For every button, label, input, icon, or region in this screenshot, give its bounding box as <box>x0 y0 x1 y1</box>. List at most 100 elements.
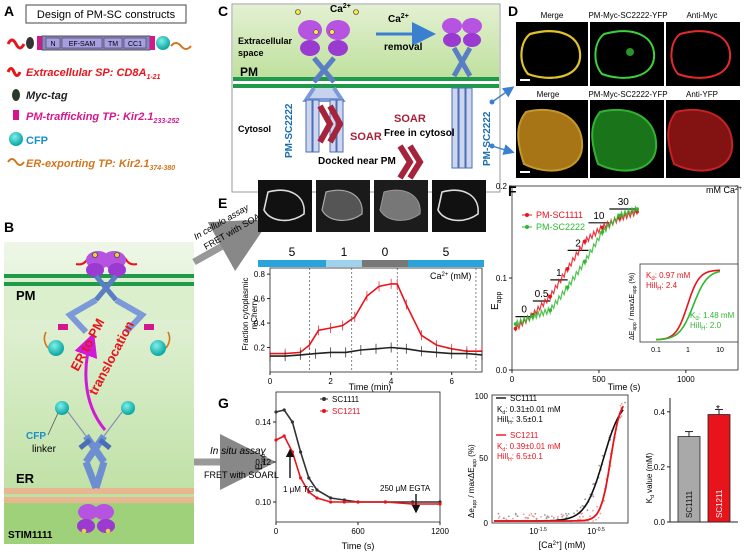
g-xtick-label-0: 0 <box>274 527 279 536</box>
f-ytick-label-2: 0.2 <box>496 182 508 191</box>
g-point-0-0 <box>274 410 277 413</box>
cytosol-label: Cytosol <box>238 124 271 134</box>
panel-d: D Merge PM-Myc-SC2222-YFP Anti-Myc Merge… <box>508 3 740 178</box>
e-series-red <box>270 284 482 354</box>
f-step-label-1: 0.5 <box>535 289 549 300</box>
construct-cc1: CC1 <box>128 41 142 48</box>
f-point-1-6 <box>618 214 622 218</box>
g-xtick-label-1: 600 <box>351 527 365 536</box>
g-point-1-7 <box>343 500 346 503</box>
f-legend-red: PM-SC1111 <box>536 210 583 220</box>
g-mid-dot-81 <box>587 509 589 511</box>
legend-myc: Myc-tag <box>26 90 68 102</box>
f-xtick-label-1: 500 <box>592 375 606 384</box>
legend-sp: Extracellular SP: CD8A1-21 <box>26 67 161 81</box>
g-mid-dot-113 <box>580 507 582 509</box>
cfp-ball-icon <box>156 36 170 50</box>
g-point-1-10 <box>411 502 414 505</box>
g-point-0-5 <box>315 488 318 491</box>
construct-n: N <box>50 41 55 48</box>
g-mid-dot-55 <box>553 517 555 519</box>
g-point-1-5 <box>315 496 318 499</box>
f-step-label-0: 0 <box>521 305 527 316</box>
chart-e: 02460.20.40.60.8 <box>254 268 482 386</box>
e-xtick-label-3: 6 <box>449 377 454 386</box>
f-conc-unit: mM Ca2+ <box>706 185 742 195</box>
g-mid-dot-148 <box>498 517 500 519</box>
g-mid-dot-83 <box>573 512 575 514</box>
g-ytick-label-0: 0.10 <box>255 498 271 507</box>
g-mid-y-1: 50 <box>479 454 488 463</box>
bars-ytick-label-1: 0.2 <box>654 463 666 472</box>
g-mid-dot-108 <box>529 514 531 516</box>
g-point-1-0 <box>274 438 277 441</box>
g-mid-dot-111 <box>546 518 548 520</box>
linker-label: linker <box>32 444 57 455</box>
panel-c-pm-label: PM <box>240 65 258 79</box>
g-point-1-3 <box>299 476 302 479</box>
g-point-1-6 <box>329 500 332 503</box>
f-inset-x-0: 0.1 <box>651 347 661 354</box>
g-mid-dot-0 <box>530 513 532 515</box>
construct-tm: TM <box>108 41 118 48</box>
extracellular-label-1: Extracellular <box>238 36 293 46</box>
g-point-0-2 <box>291 420 294 423</box>
g-point-1-1 <box>283 434 286 437</box>
panel-c: C Extracellular space PM Cytosol PM-SC2 <box>218 3 512 192</box>
in-situ-label-2: FRET with SOARL <box>204 470 279 480</box>
legend-pm-tp-icon <box>13 110 19 120</box>
g-point-1-11 <box>438 502 441 505</box>
e-ca-step-1: 1 <box>341 245 348 259</box>
panel-b-letter: B <box>4 219 14 235</box>
g-mid-dot-57 <box>624 402 626 404</box>
g-bars-star: * <box>716 404 720 415</box>
bar-label-0: SC1111 <box>685 490 694 518</box>
d-header-merge-2: Merge <box>537 90 560 99</box>
panel-e-letter: E <box>218 195 227 211</box>
g-mid-dot-12 <box>551 515 553 517</box>
legend-pm-tp: PM-trafficking TP: Kir2.1233-252 <box>26 111 179 125</box>
soar-left: SOAR <box>350 131 382 143</box>
f-point-1-2 <box>548 308 552 312</box>
e-ytick-label-0: 0.2 <box>254 344 266 353</box>
g-point-0-4 <box>307 476 310 479</box>
extracellular-label-2: space <box>238 48 264 58</box>
f-xlabel: Time (s) <box>608 382 641 392</box>
legend-sp-icon <box>8 69 20 76</box>
g-mid-dot-85 <box>566 515 568 517</box>
bar-label-1: SC1211 <box>715 489 724 518</box>
panel-b: B PM ER STIM1111 <box>4 202 279 544</box>
g-mid-dot-143 <box>508 516 510 518</box>
e-ca-label: Ca2+(mM) <box>430 271 471 281</box>
f-ylabel: Eapp <box>490 292 503 310</box>
g-mid-dot-39 <box>602 455 604 457</box>
g-legend-red: SC1211 <box>332 407 361 416</box>
g-mid-dot-1 <box>517 515 519 517</box>
g-mid-dot-34 <box>620 405 622 407</box>
g-mid-dot-89 <box>544 514 546 516</box>
g-mid-dot-71 <box>515 514 517 516</box>
soar-right: SOAR <box>394 113 426 125</box>
g-mid-dot-52 <box>621 403 623 405</box>
panel-c-letter: C <box>218 3 228 19</box>
chart-g-mid: SC1111 Kd: 0.31±0.01 mM HillH: 3.5±0.1 S… <box>467 392 628 550</box>
g-mid-y-2: 100 <box>475 392 489 401</box>
panel-f: F 050010000.00.10.200.5121030 Eapp Time … <box>490 182 742 392</box>
f-legend: PM-SC1111 PM-SC2222 <box>522 210 585 232</box>
e-ylabel-1: Fraction cytoplasmic <box>241 278 250 351</box>
g-mid-dot-153 <box>536 518 538 520</box>
g-mid-x-1: 10-0.5 <box>587 527 605 536</box>
g-mid-dot-53 <box>534 513 536 515</box>
panel-a-legend: Extracellular SP: CD8A1-21 Myc-tag PM-tr… <box>8 67 179 172</box>
g-mid-dot-122 <box>589 515 591 517</box>
g-mid-dot-134 <box>532 515 534 517</box>
e-ca-step-0: 5 <box>289 245 296 259</box>
f-point-0-2 <box>548 295 552 299</box>
d-row-1-images <box>516 22 740 86</box>
g-point-0-1 <box>283 408 286 411</box>
g-mid-dot-18 <box>561 514 563 516</box>
bars-ytick-label-0: 0.0 <box>654 518 666 527</box>
g-mid-dot-11 <box>581 505 583 507</box>
legend-er-tp: ER-exporting TP: Kir2.1374-380 <box>26 158 175 172</box>
e-ca-step-2: 0 <box>382 245 389 259</box>
